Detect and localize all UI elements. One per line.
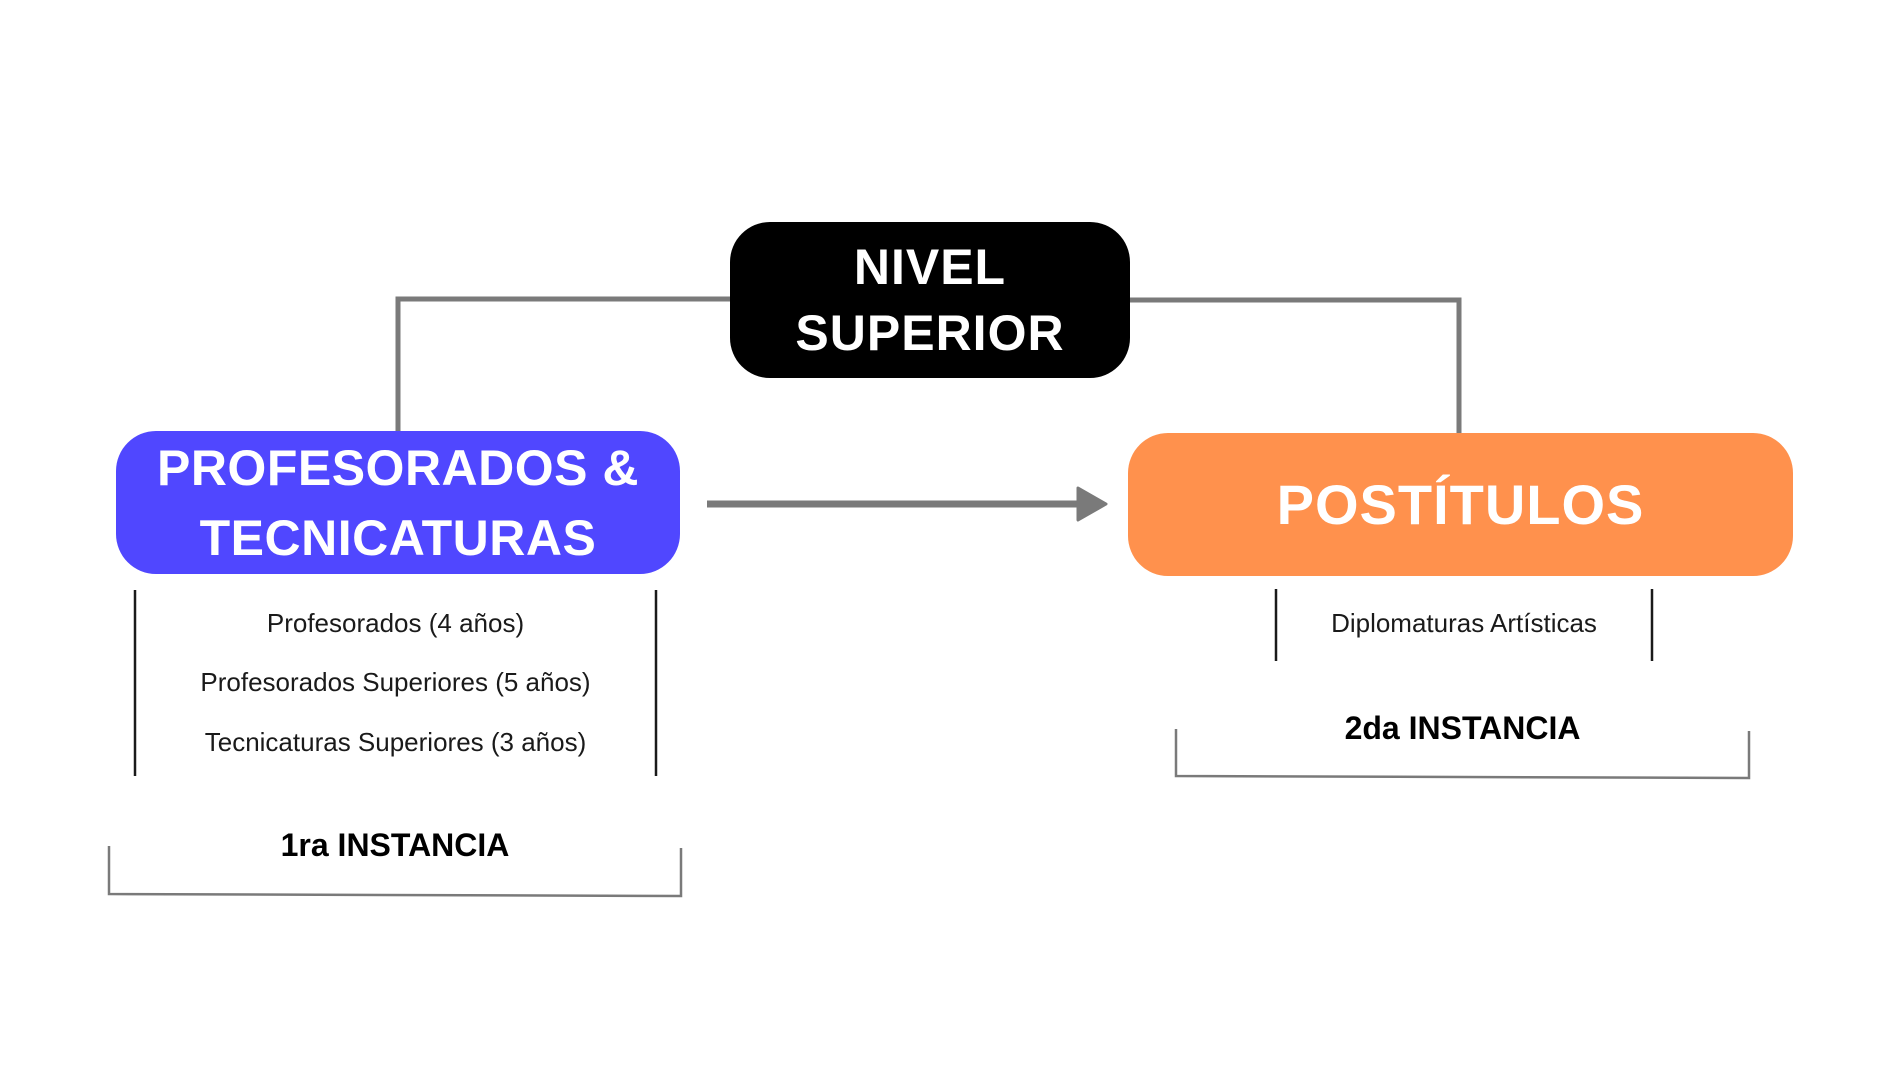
second-instance-label: 2da INSTANCIA [1344, 710, 1581, 746]
arrow-head [1076, 486, 1108, 522]
profesorados-line2: TECNICATURAS [199, 509, 597, 566]
nivel-superior-line1: NIVEL [853, 239, 1007, 295]
postitulos-label: POSTÍTULOS [1276, 473, 1645, 536]
profesorados-line1: PROFESORADOS & [156, 439, 640, 496]
nivel-superior-line2: SUPERIOR [795, 305, 1065, 361]
list-item: Tecnicaturas Superiores (3 años) [204, 727, 587, 757]
right-instance-bracket [1174, 729, 1751, 780]
profesorados-node: PROFESORADOS & TECNICATURAS [116, 431, 680, 574]
list-item: Diplomaturas Artísticas [1331, 608, 1597, 638]
connector-top-right [1130, 297, 1462, 433]
nivel-superior-node: NIVEL SUPERIOR [730, 222, 1130, 378]
postitulos-node: POSTÍTULOS [1128, 433, 1793, 576]
connector-top-left [395, 296, 730, 431]
list-item: Profesorados (4 años) [266, 608, 525, 638]
left-instance-bracket [107, 846, 683, 898]
first-instance-label: 1ra INSTANCIA [280, 827, 510, 863]
list-item: Profesorados Superiores (5 años) [200, 667, 591, 697]
